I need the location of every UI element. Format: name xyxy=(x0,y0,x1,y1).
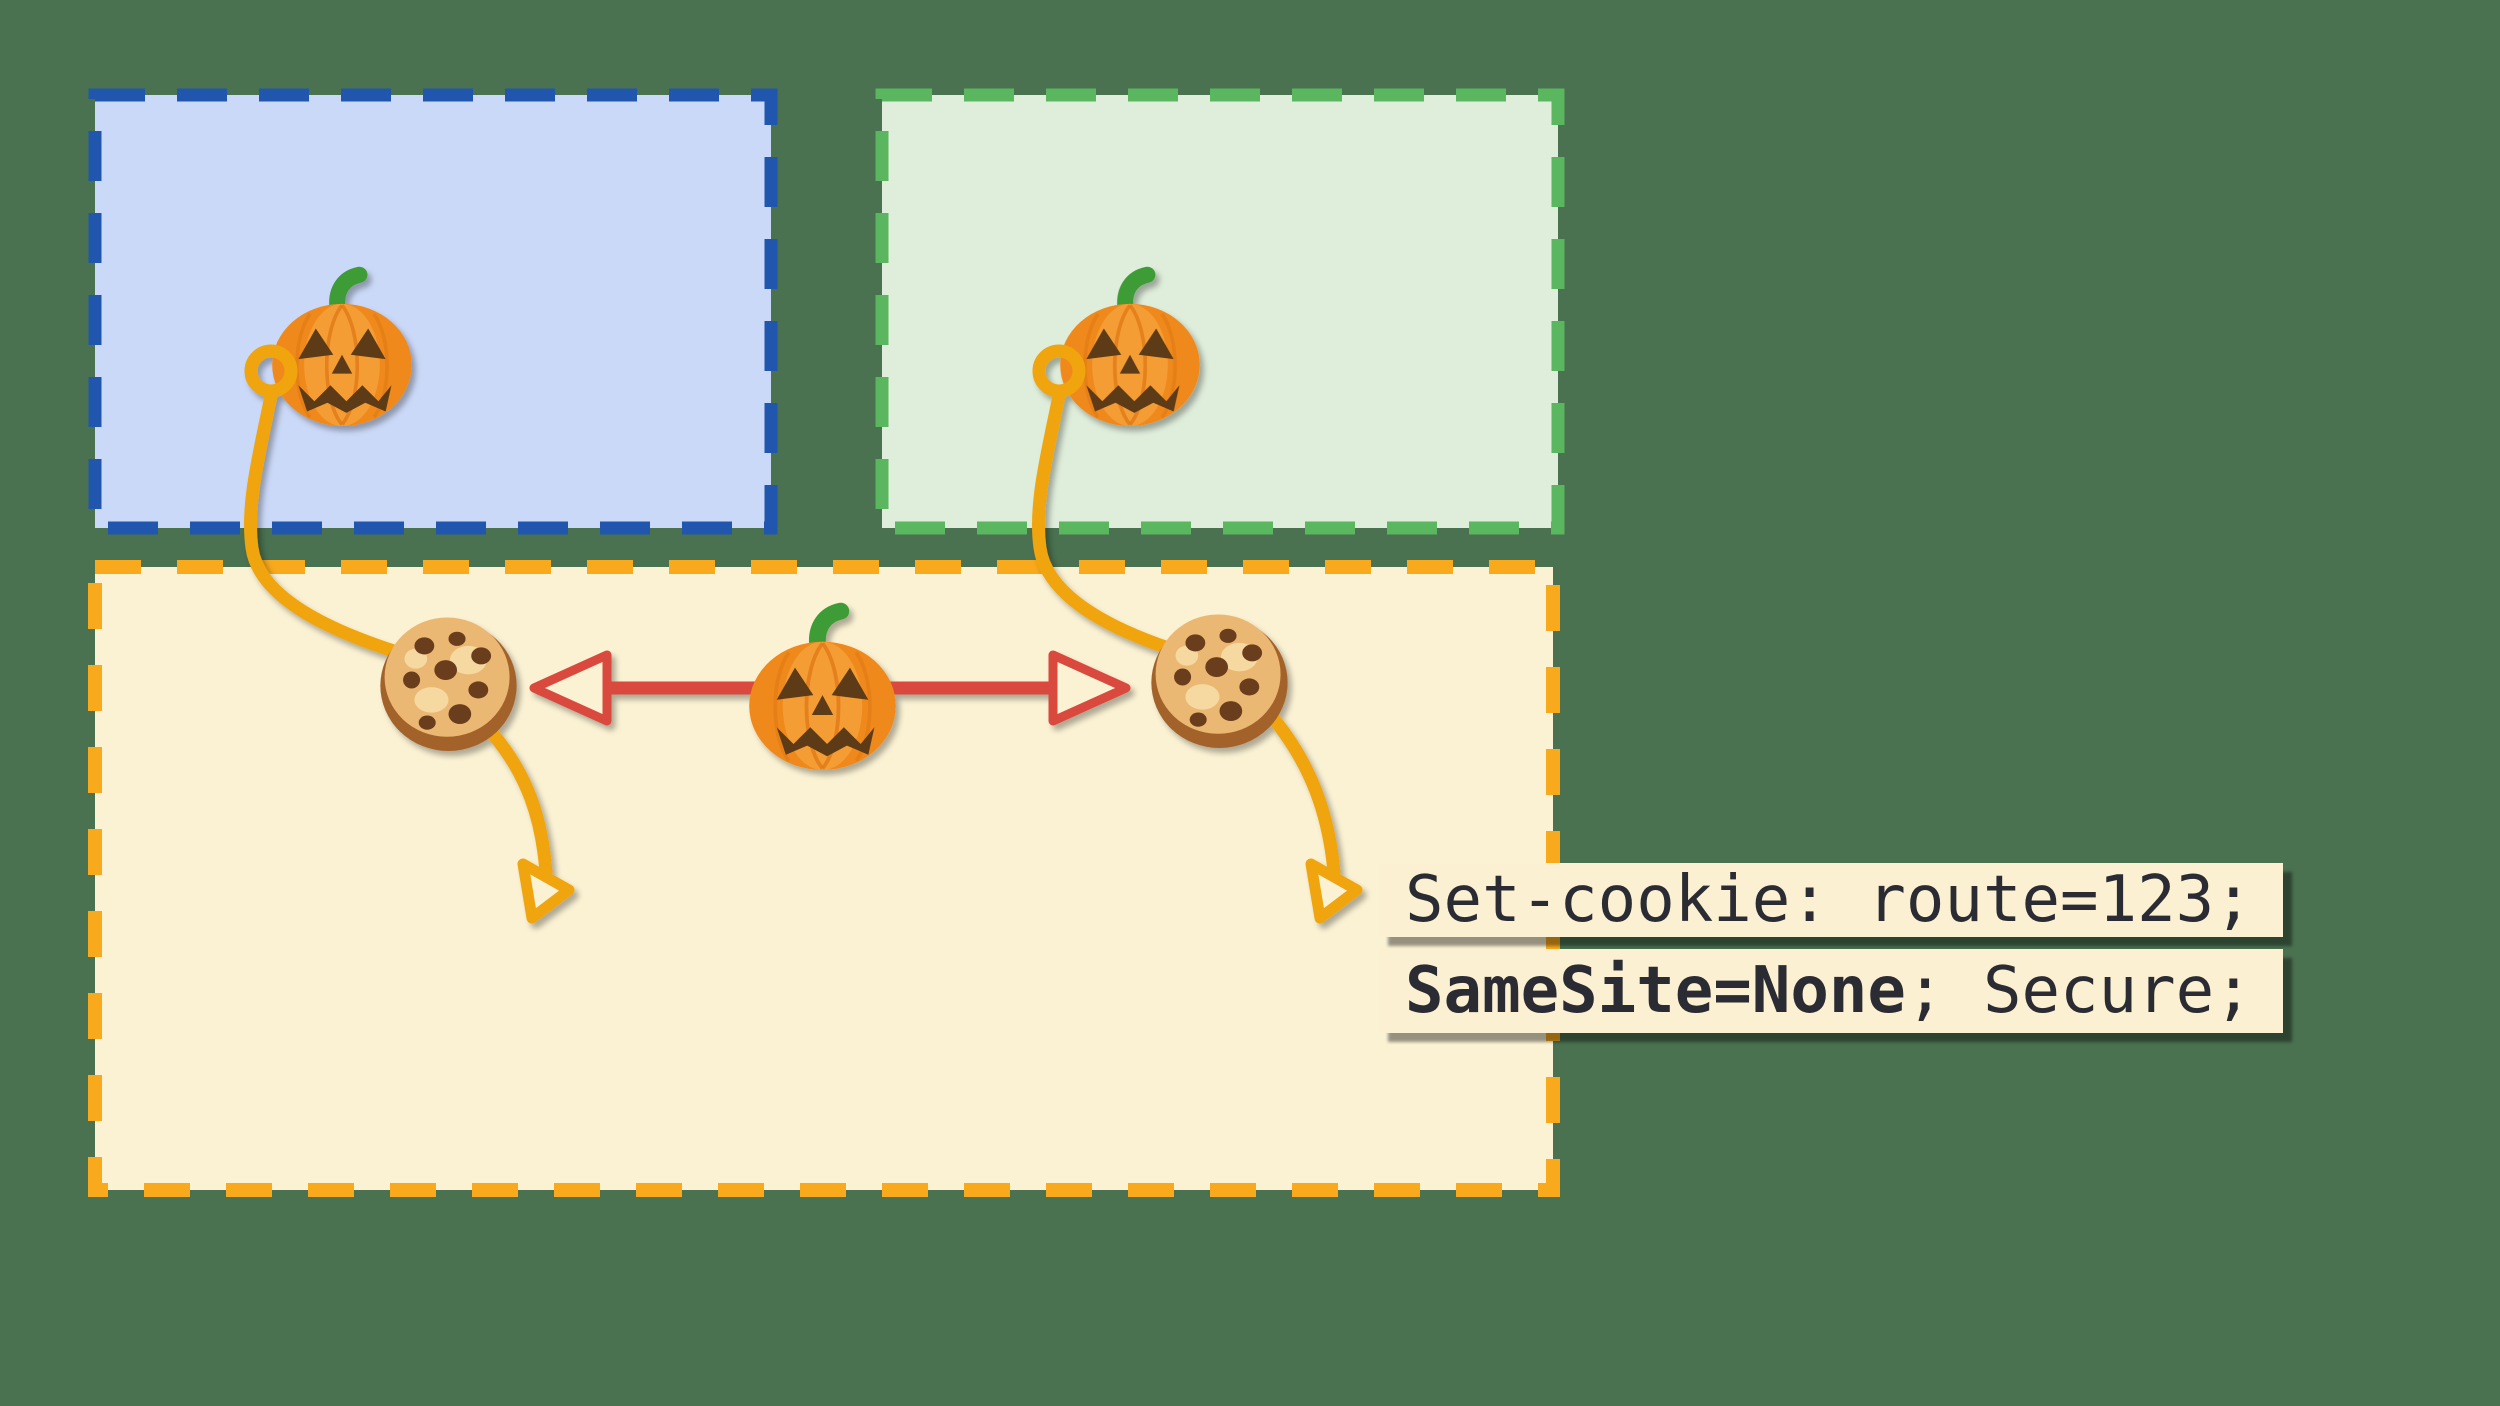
code-snippet-line2: SameSite=None; Secure; xyxy=(1379,949,2283,1033)
code-snippet-line1: Set-cookie: route=123; xyxy=(1379,863,2283,937)
code-line2-samesite: SameSite=None xyxy=(1405,954,1906,1028)
code-line1-text: Set-cookie: route=123; xyxy=(1405,863,2253,937)
site-b-box xyxy=(875,88,1565,535)
third-party-context-box xyxy=(88,560,1560,1197)
code-line2-secure: ; Secure; xyxy=(1905,954,2253,1028)
site-a-box xyxy=(88,88,778,535)
